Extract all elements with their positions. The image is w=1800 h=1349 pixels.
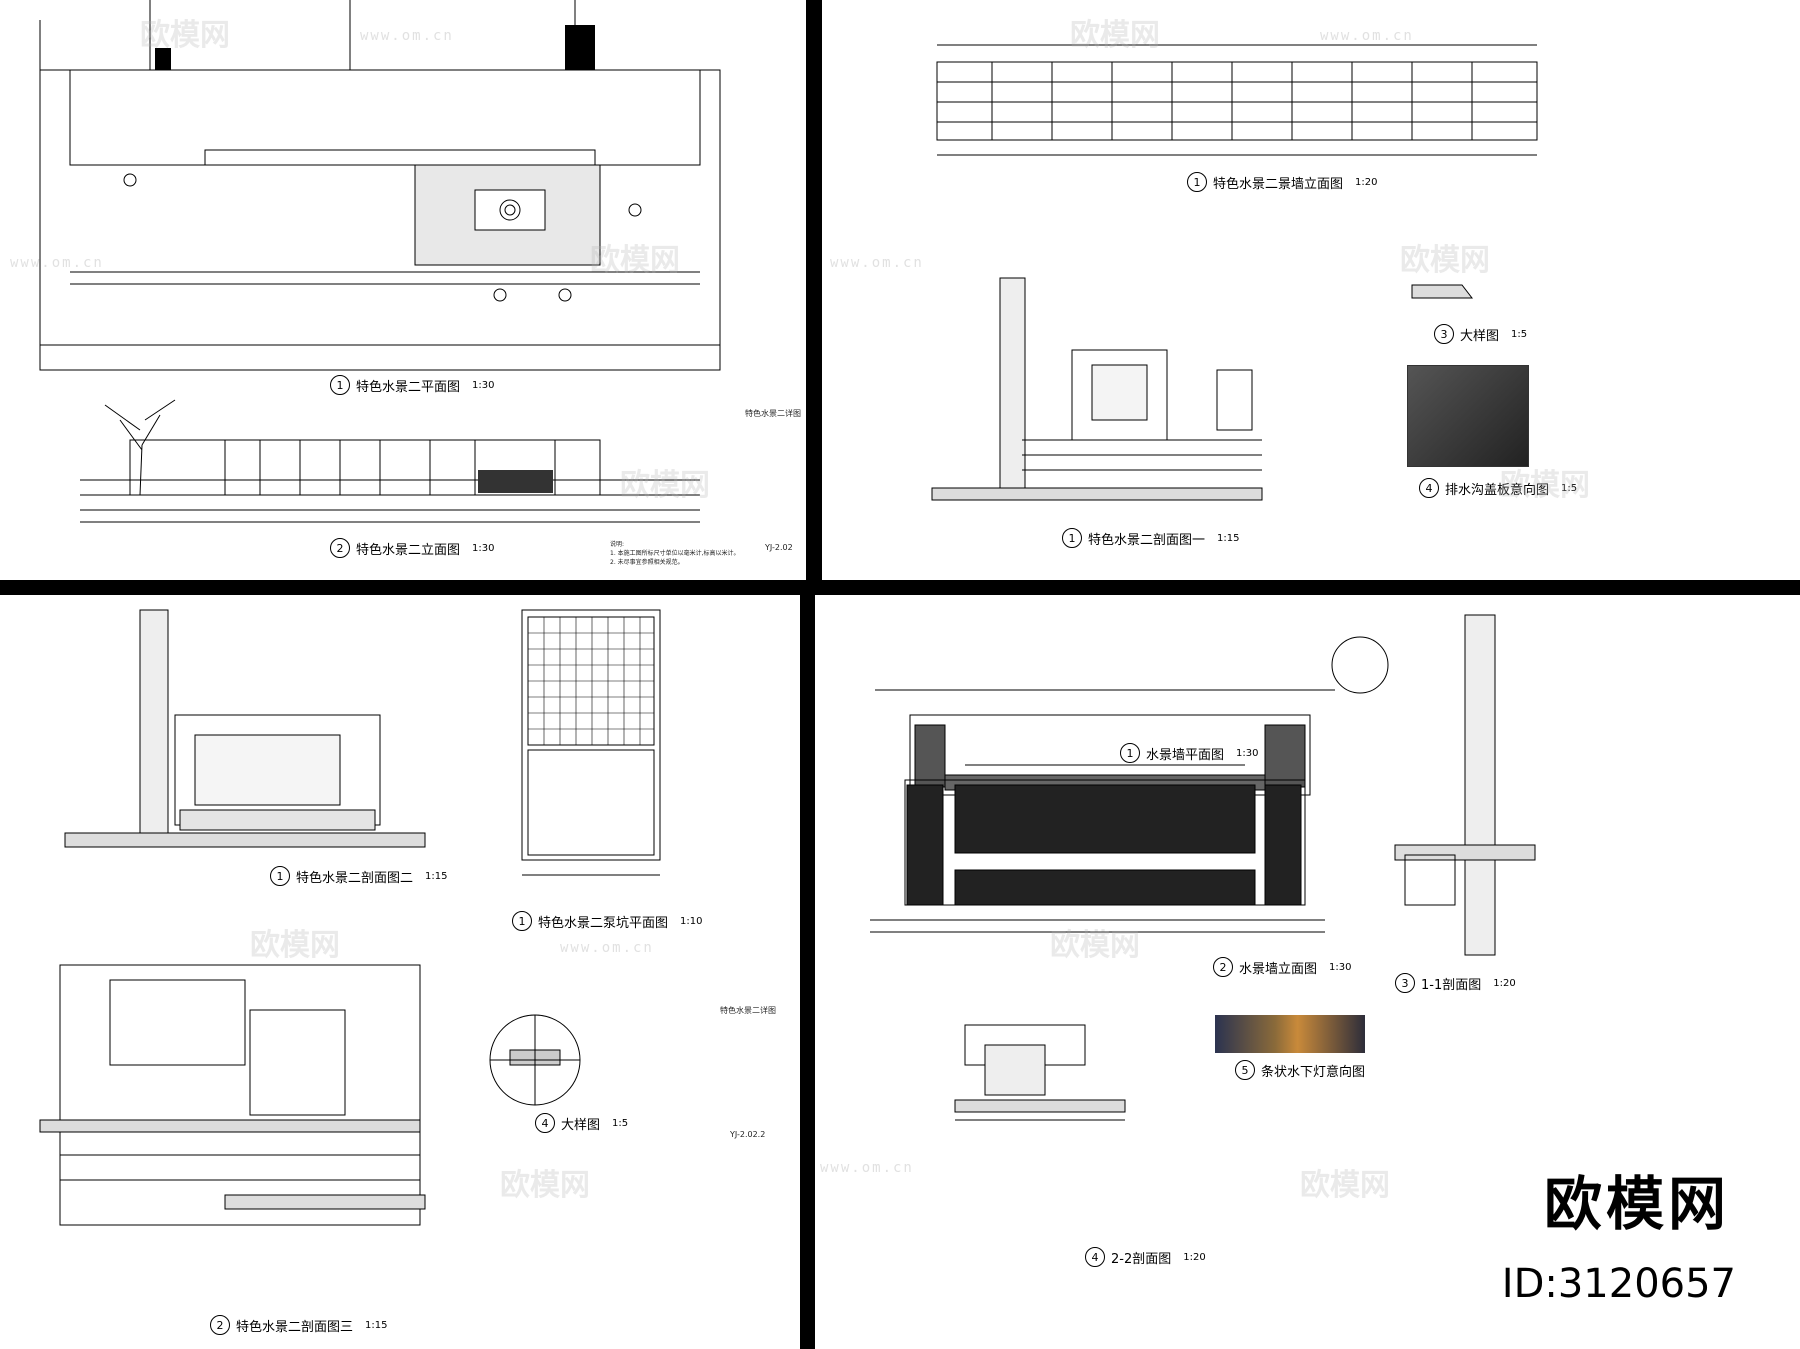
- title-text: 水景墙平面图: [1146, 747, 1225, 763]
- watermark-url: www.om.cn: [1320, 28, 1414, 44]
- br-title-1: 1 水景墙平面图 1:30: [1120, 743, 1258, 763]
- title-text: 排水沟盖板意向图: [1445, 482, 1550, 498]
- title-scale: 1:20: [1183, 1251, 1206, 1263]
- br-title-3: 3 1-1剖面图 1:20: [1395, 973, 1516, 993]
- water-wall-drawing: [870, 614, 1536, 1121]
- watermark-url: www.om.cn: [360, 28, 454, 44]
- title-scale: 1:15: [425, 870, 448, 882]
- title-text: 水景墙立面图: [1239, 961, 1318, 977]
- bl-title-3: 2 特色水景二剖面图三 1:15: [210, 1315, 387, 1335]
- br-title-2: 2 水景墙立面图 1:30: [1213, 957, 1351, 977]
- title-number: 1: [270, 866, 290, 886]
- title-text: 特色水景二立面图: [356, 542, 461, 558]
- sheet-bottom-right: 1 水景墙平面图 1:30 2 水景墙立面图 1:30 3 1-1剖面图 1:2…: [815, 595, 1800, 1349]
- sheet-code: YJ-2.02: [765, 543, 793, 552]
- title-scale: 1:10: [680, 915, 703, 927]
- title-text: 1-1剖面图: [1421, 977, 1482, 993]
- sheet-code: YJ-2.02.2: [730, 1130, 766, 1139]
- plan-elevation-drawing: [39, 0, 721, 523]
- title-scale: 1:30: [472, 542, 495, 554]
- title-scale: 1:30: [472, 379, 495, 391]
- title-text: 特色水景二平面图: [356, 379, 461, 395]
- title-scale: 1:5: [612, 1117, 629, 1129]
- tr-title-4: 4 排水沟盖板意向图 1:5: [1419, 478, 1577, 498]
- title-scale: 1:15: [1217, 532, 1240, 544]
- tl-title-2: 2 特色水景二立面图 1:30: [330, 538, 494, 558]
- footer-brand: 欧模网: [1543, 1170, 1730, 1238]
- title-number: 2: [210, 1315, 230, 1335]
- tl-title-1: 1 特色水景二平面图 1:30: [330, 375, 494, 395]
- title-scale: 1:30: [1236, 747, 1259, 759]
- title-text: 大样图: [561, 1117, 601, 1133]
- bl-title-4: 4 大样图 1:5: [535, 1113, 628, 1133]
- title-scale: 1:15: [365, 1319, 388, 1331]
- br-title-5: 5 条状水下灯意向图: [1235, 1060, 1365, 1080]
- note-line: 说明:: [610, 541, 625, 548]
- tr-title-3: 3 大样图 1:5: [1434, 324, 1527, 344]
- title-number: 3: [1434, 324, 1454, 344]
- title-scale: 1:20: [1355, 176, 1378, 188]
- title-text: 特色水景二泵坑平面图: [538, 915, 669, 931]
- title-text: 特色水景二剖面图三: [236, 1319, 354, 1335]
- tr-title-1: 1 特色水景二景墙立面图 1:20: [1187, 172, 1377, 192]
- watermark-url: www.om.cn: [830, 255, 924, 271]
- title-number: 4: [1085, 1247, 1105, 1267]
- title-text: 特色水景二剖面图一: [1088, 532, 1206, 548]
- title-scale: 1:30: [1329, 961, 1352, 973]
- title-text: 大样图: [1460, 328, 1500, 344]
- notes: 说明: 1. 本施工图所标尺寸单位以毫米计,标高以米计。 2. 未尽事宜参照相关…: [610, 540, 740, 567]
- title-number: 2: [1213, 957, 1233, 977]
- title-number: 1: [512, 911, 532, 931]
- watermark-url: www.om.cn: [560, 940, 654, 956]
- note-line: 1. 本施工图所标尺寸单位以毫米计,标高以米计。: [610, 550, 740, 557]
- note-line: 2. 未尽事宜参照相关规范。: [610, 559, 684, 566]
- title-number: 3: [1395, 973, 1415, 993]
- title-text: 2-2剖面图: [1111, 1251, 1172, 1267]
- bl-title-2: 1 特色水景二泵坑平面图 1:10: [512, 911, 702, 931]
- title-text: 特色水景二景墙立面图: [1213, 176, 1344, 192]
- title-number: 5: [1235, 1060, 1255, 1080]
- sheet-bottom-left: 1 特色水景二剖面图二 1:15 1 特色水景二泵坑平面图 1:10 2 特色水…: [0, 595, 800, 1349]
- wall-section-drawing: [931, 44, 1538, 501]
- title-number: 1: [1187, 172, 1207, 192]
- sheet-top-right: 1 特色水景二景墙立面图 1:20 1 特色水景二剖面图一 1:15 3 大样图…: [822, 0, 1800, 580]
- title-number: 4: [535, 1113, 555, 1133]
- sheet-top-left: 1 特色水景二平面图 1:30 2 特色水景二立面图 1:30 特色水景二详图 …: [0, 0, 806, 580]
- title-scale: 1:20: [1493, 977, 1516, 989]
- watermark-url: www.om.cn: [10, 255, 104, 271]
- footer-id: ID:3120657: [1501, 1261, 1736, 1307]
- title-scale: 1:5: [1511, 328, 1528, 340]
- br-title-4: 4 2-2剖面图 1:20: [1085, 1247, 1206, 1267]
- title-text: 特色水景二剖面图二: [296, 870, 414, 886]
- title-number: 1: [1120, 743, 1140, 763]
- title-number: 2: [330, 538, 350, 558]
- title-number: 4: [1419, 478, 1439, 498]
- tr-title-2: 1 特色水景二剖面图一 1:15: [1062, 528, 1239, 548]
- title-number: 1: [1062, 528, 1082, 548]
- title-text: 条状水下灯意向图: [1261, 1064, 1366, 1080]
- title-number: 1: [330, 375, 350, 395]
- sheet-name: 特色水景二详图: [720, 1006, 776, 1015]
- bl-title-1: 1 特色水景二剖面图二 1:15: [270, 866, 447, 886]
- sheet-name: 特色水景二详图: [745, 409, 801, 418]
- pump-section-drawing: [39, 609, 661, 1226]
- title-scale: 1:5: [1561, 482, 1578, 494]
- grate-photo: [1407, 365, 1529, 467]
- underwater-light-photo: [1215, 1015, 1365, 1053]
- watermark-url: www.om.cn: [820, 1160, 914, 1176]
